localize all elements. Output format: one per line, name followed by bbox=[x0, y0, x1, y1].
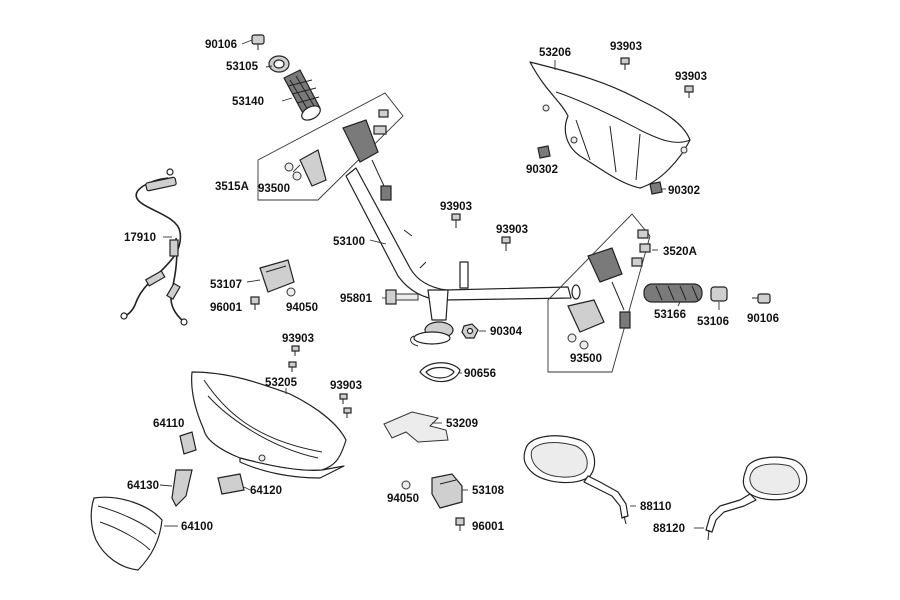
label-96001-left: 96001 bbox=[210, 302, 243, 314]
label-53206: 53206 bbox=[539, 47, 571, 59]
mirror-right-88120 bbox=[694, 456, 808, 541]
front-handle-cover-53205 bbox=[191, 371, 347, 479]
bracket-64130 bbox=[159, 469, 193, 508]
pad-53209 bbox=[383, 411, 449, 443]
emblem-64110 bbox=[179, 431, 197, 455]
screw-96001-lower bbox=[455, 517, 465, 531]
label-93500-left: 93500 bbox=[258, 183, 290, 195]
bracket-53108 bbox=[431, 473, 468, 509]
bolt-95801 bbox=[382, 289, 419, 305]
label-53166: 53166 bbox=[654, 309, 686, 321]
screw-96001-left bbox=[250, 296, 260, 310]
label-53140: 53140 bbox=[232, 96, 264, 108]
left-switch-housing bbox=[284, 109, 392, 201]
rear-handle-cover-53206 bbox=[529, 60, 691, 189]
label-93903-left-cover: 93903 bbox=[282, 333, 314, 345]
label-93903-cover1: 93903 bbox=[610, 41, 642, 53]
label-93903-cover2: 93903 bbox=[675, 71, 707, 83]
label-90302-a: 90302 bbox=[526, 164, 558, 176]
clamp-band-90656 bbox=[419, 362, 462, 383]
label-64100: 64100 bbox=[181, 521, 213, 533]
screw-93903-cover-1 bbox=[620, 57, 630, 70]
grip-end-53105 bbox=[265, 55, 290, 73]
label-3520A: 3520A bbox=[663, 246, 697, 258]
nut-90304 bbox=[461, 323, 486, 339]
label-93903-a: 93903 bbox=[440, 201, 472, 213]
label-64130: 64130 bbox=[127, 480, 159, 492]
label-3515A: 3515A bbox=[215, 181, 249, 193]
label-94050-left: 94050 bbox=[286, 302, 318, 314]
screws-93903-lower bbox=[339, 393, 352, 418]
right-grip-53166 bbox=[643, 283, 703, 307]
bracket-53107 bbox=[246, 259, 295, 293]
label-90106: 90106 bbox=[205, 39, 237, 51]
grip-end-53106 bbox=[710, 286, 728, 310]
label-90106-right: 90106 bbox=[747, 313, 779, 325]
label-64120: 64120 bbox=[250, 485, 282, 497]
label-88110: 88110 bbox=[640, 501, 671, 513]
handlebar-53100 bbox=[345, 167, 581, 347]
label-90656: 90656 bbox=[464, 368, 496, 380]
label-96001-lower: 96001 bbox=[472, 521, 505, 533]
label-64110: 64110 bbox=[153, 418, 184, 430]
label-53105: 53105 bbox=[226, 61, 259, 73]
label-95801: 95801 bbox=[340, 293, 373, 305]
label-53107: 53107 bbox=[210, 279, 242, 291]
label-53205: 53205 bbox=[265, 377, 298, 389]
mirror-left-88110 bbox=[523, 435, 636, 525]
nut-94050-left bbox=[286, 287, 296, 297]
label-53209: 53209 bbox=[446, 418, 478, 430]
screw-93903-b bbox=[501, 236, 511, 251]
label-17910: 17910 bbox=[124, 232, 156, 244]
throttle-cable-17910 bbox=[120, 168, 188, 326]
label-88120: 88120 bbox=[653, 523, 685, 535]
switch-group-box-3520A bbox=[547, 213, 651, 373]
right-switch-housing bbox=[567, 229, 658, 350]
bolt-90302-b bbox=[649, 181, 666, 195]
screw-93903-a bbox=[451, 213, 461, 228]
nut-94050-lower bbox=[401, 480, 411, 490]
label-53100: 53100 bbox=[333, 236, 365, 248]
label-93500-right: 93500 bbox=[570, 353, 602, 365]
bolt-90106-right bbox=[752, 293, 771, 304]
label-90302-b: 90302 bbox=[668, 185, 700, 197]
label-93903-b: 93903 bbox=[496, 224, 528, 236]
label-53108: 53108 bbox=[472, 485, 505, 497]
headlight-cover-64100 bbox=[90, 496, 178, 571]
throttle-grip-53140 bbox=[281, 69, 321, 121]
screws-93903-left bbox=[288, 345, 300, 372]
label-94050-lower: 94050 bbox=[387, 493, 419, 505]
label-53106: 53106 bbox=[697, 316, 729, 328]
label-93903-lower: 93903 bbox=[330, 380, 362, 392]
bolt-90302-a bbox=[537, 145, 551, 159]
bolt-90106-top bbox=[241, 34, 265, 50]
screw-93903-cover-2 bbox=[684, 85, 694, 98]
label-90304: 90304 bbox=[490, 326, 523, 338]
clip-64120 bbox=[217, 473, 251, 495]
